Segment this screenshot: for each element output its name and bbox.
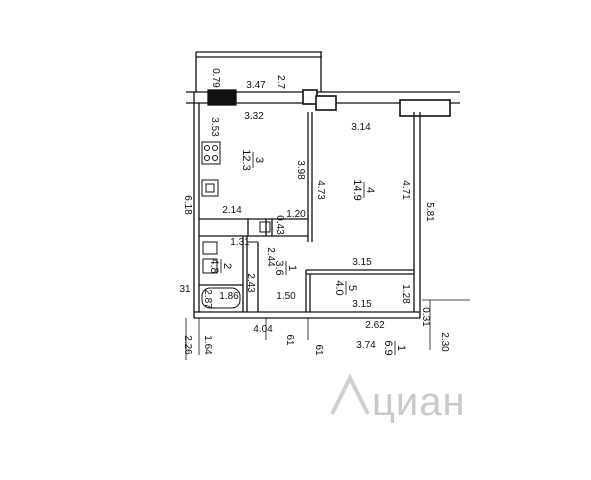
- dim-label: 0.31: [420, 307, 431, 327]
- dim-label: 1.50: [276, 291, 296, 302]
- wall-block: [302, 89, 318, 105]
- dim-label: 1.20: [286, 209, 306, 220]
- room-number: 2: [221, 263, 233, 269]
- dim-label: 4.04: [253, 324, 273, 335]
- room-number: 1: [286, 265, 298, 271]
- wall-block: [207, 89, 237, 106]
- dim-label: 2.7: [275, 75, 286, 89]
- room-area: 12.3: [240, 149, 252, 170]
- outer-room-label: 1 6.9: [382, 340, 407, 355]
- room-number: 4: [364, 187, 376, 193]
- dimension-ticks: [185, 299, 470, 360]
- dim-label: 0.43: [274, 215, 285, 235]
- dim-label: 6.18: [182, 195, 193, 215]
- room-2-label: 2 4.8: [208, 258, 233, 273]
- room-3-label: 3 12.3: [240, 149, 265, 170]
- watermark: циан: [330, 373, 466, 424]
- stove-icon: [201, 141, 221, 165]
- dim-label: 4.73: [315, 180, 326, 200]
- dim-label: 4.71: [400, 180, 411, 200]
- dim-label: 3.15: [352, 257, 372, 268]
- wall-block: [315, 95, 337, 111]
- room-area: 4.8: [208, 258, 220, 273]
- dim-label: 3.15: [352, 299, 372, 310]
- wall-block: [399, 99, 451, 117]
- room-area: 6.9: [382, 340, 394, 355]
- room-area: 3.6: [273, 260, 285, 275]
- dim-label: 2.14: [222, 205, 242, 216]
- room-4-label: 4 14.9: [351, 179, 376, 200]
- dim-label: 1.31: [230, 237, 250, 248]
- dim-label: 2.87: [202, 289, 213, 309]
- stove-burner: [204, 155, 210, 161]
- dim-label: 2.30: [439, 332, 450, 352]
- cian-logo-icon: [330, 373, 370, 415]
- dim-label: 61: [284, 334, 295, 346]
- room-number: 5: [346, 285, 358, 291]
- dim-label: 31: [179, 284, 191, 295]
- dim-label: 3.53: [209, 117, 220, 137]
- walls: [186, 51, 460, 319]
- dim-label: 2.44: [265, 247, 276, 267]
- watermark-text: циан: [372, 380, 466, 424]
- stove-burner: [212, 155, 218, 161]
- fixtures: [201, 141, 271, 309]
- room-area: 14.9: [351, 179, 363, 200]
- dim-label: 3.32: [244, 111, 264, 122]
- dim-label: 1.86: [219, 291, 239, 302]
- dim-label: 2.43: [245, 273, 256, 293]
- sink-icon: [201, 179, 219, 197]
- room-5-label: 5 4.0: [333, 280, 358, 295]
- dim-label: 3.74: [356, 340, 376, 351]
- dim-label: 3.98: [295, 160, 306, 180]
- dim-label: 3.47: [246, 80, 266, 91]
- room-1-label: 1 3.6: [273, 260, 298, 275]
- dim-label: 5.81: [424, 202, 435, 222]
- dim-label: 1.28: [400, 284, 411, 304]
- bath-sink-icon: [202, 258, 218, 274]
- dim-label: 2.62: [365, 320, 385, 331]
- dimension-labels: 0.79 3.47 2.7 3.32 3.53 3.14 3.98 4.73 4…: [179, 68, 450, 356]
- bathtub-icon: [201, 287, 241, 309]
- room-number: 3: [253, 157, 265, 163]
- sink-basin: [205, 183, 215, 193]
- washer-icon: [259, 221, 271, 233]
- room-labels: 3 12.3 4 14.9 2 4.8 1 3.6 5 4.0 1 6.9: [208, 149, 407, 355]
- toilet-icon: [202, 241, 218, 255]
- dim-label: 3.14: [351, 122, 371, 133]
- stove-burner: [204, 145, 210, 151]
- dim-label: 0.79: [210, 68, 221, 88]
- dim-label: 2.26: [182, 335, 193, 355]
- dim-label: 61: [313, 344, 324, 356]
- dim-label: 1.64: [202, 335, 213, 355]
- room-number: 1: [395, 345, 407, 351]
- stove-burner: [212, 145, 218, 151]
- room-area: 4.0: [333, 280, 345, 295]
